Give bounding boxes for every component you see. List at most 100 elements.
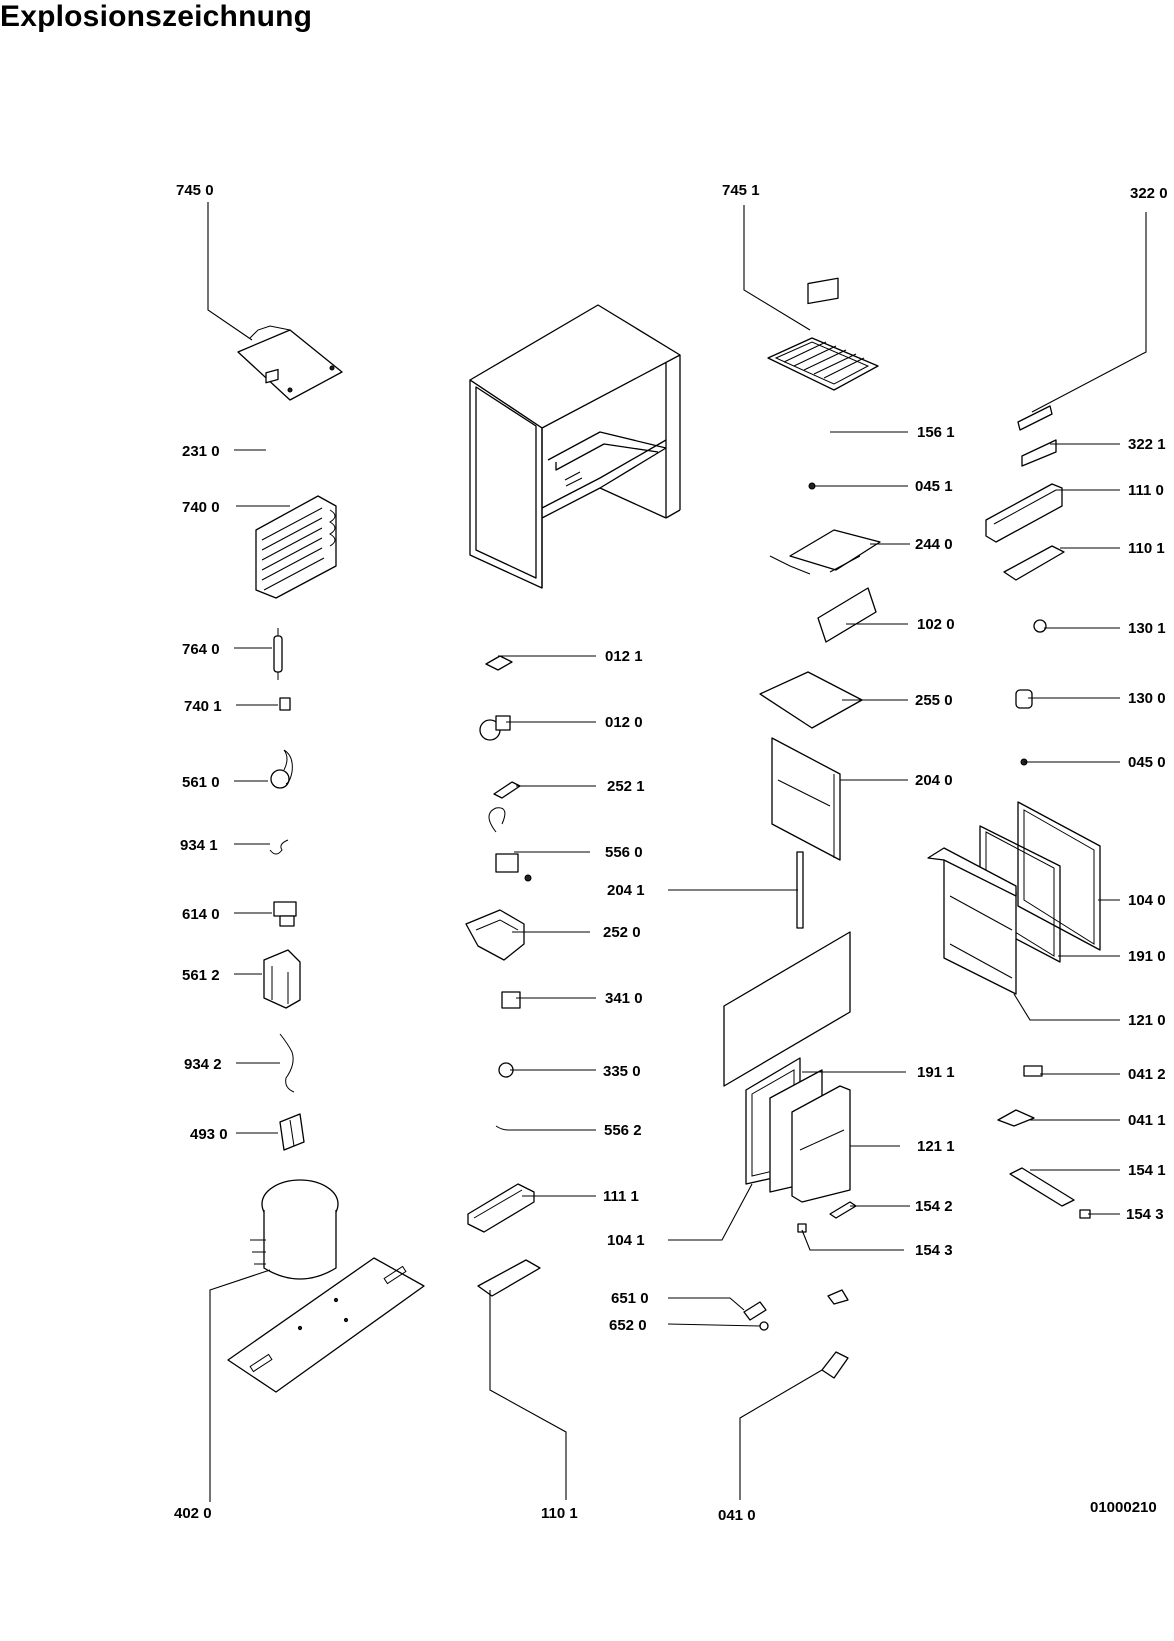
- part-label: 493 0: [190, 1126, 228, 1143]
- part-label: 745 0: [176, 182, 214, 199]
- part-252-0-drawing: [465, 909, 525, 961]
- part-label: 255 0: [915, 692, 953, 709]
- part-label: 745 1: [722, 182, 760, 199]
- part-label: 322 1: [1128, 436, 1166, 453]
- part-121-1-drawing: [769, 1069, 851, 1203]
- part-012-1-drawing: [485, 655, 513, 671]
- part-label: 045 1: [915, 478, 953, 495]
- part-label: 231 0: [182, 443, 220, 460]
- part-231-0-drawing: [265, 368, 279, 384]
- part-label: 154 1: [1128, 1162, 1166, 1179]
- part-402-0-drawing: [227, 1179, 425, 1393]
- part-130-1-drawing: [1033, 619, 1047, 633]
- part-label: 156 1: [917, 424, 955, 441]
- part-121-0-drawing: [927, 847, 1017, 995]
- part-111-1-drawing: [467, 1183, 535, 1233]
- part-154-1-drawing: [1009, 1167, 1075, 1207]
- part-745-1-drawing: [767, 337, 879, 391]
- part-label: 934 2: [184, 1056, 222, 1073]
- part-label: 121 1: [917, 1138, 955, 1155]
- part-label: 111 1: [603, 1188, 639, 1205]
- part-label: 154 2: [915, 1198, 953, 1215]
- part-label: 322 0: [1130, 185, 1168, 202]
- part-label: 154 3: [915, 1242, 953, 1259]
- part-label: 244 0: [915, 536, 953, 553]
- part-label: 191 0: [1128, 948, 1166, 965]
- part-740-1-drawing: [279, 697, 291, 711]
- door-panel-drawing: [723, 931, 851, 1087]
- part-614-0-drawing: [273, 901, 297, 927]
- part-745-0-drawing: [237, 325, 343, 401]
- part-934-1-drawing: [269, 839, 289, 855]
- part-label: 110 1: [1128, 540, 1165, 557]
- part-204-0-drawing: [771, 737, 841, 861]
- part-322-0-drawing: [1017, 405, 1053, 431]
- part-341-0-drawing: [501, 991, 521, 1009]
- part-label: 335 0: [603, 1063, 641, 1080]
- part-label: 652 0: [609, 1317, 647, 1334]
- part-label: 121 0: [1128, 1012, 1166, 1029]
- part-110-1-left-drawing: [477, 1259, 541, 1297]
- part-label: 012 0: [605, 714, 643, 731]
- part-label: 252 0: [603, 924, 641, 941]
- part-244-0-drawing: [769, 529, 881, 575]
- drawing-number: 01000210: [1090, 1499, 1157, 1516]
- part-label: 740 1: [184, 698, 222, 715]
- part-label: 130 0: [1128, 690, 1166, 707]
- part-label: 111 0: [1128, 482, 1164, 499]
- part-111-0-drawing: [985, 483, 1063, 543]
- part-label: 204 0: [915, 772, 953, 789]
- part-label: 045 0: [1128, 754, 1166, 771]
- part-labels: 745 0 745 1 322 0 231 0 740 0 764 0 740 …: [174, 182, 1168, 1524]
- hinge-part-drawing: [827, 1289, 849, 1305]
- part-label: 764 0: [182, 641, 220, 658]
- part-252-1-drawing: [493, 781, 521, 799]
- part-154-3-center-drawing: [797, 1223, 807, 1233]
- part-label: 041 0: [718, 1507, 756, 1524]
- part-label: 041 1: [1128, 1112, 1166, 1129]
- page-title: Explosionszeichnung: [0, 0, 313, 33]
- part-110-1-right-drawing: [1003, 545, 1065, 581]
- leader-lines: [207, 202, 1147, 1502]
- part-label: 154 3: [1126, 1206, 1164, 1223]
- part-label: 104 0: [1128, 892, 1166, 909]
- part-label: 934 1: [180, 837, 218, 854]
- part-label: 740 0: [182, 499, 220, 516]
- part-561-0-drawing: [270, 749, 293, 789]
- part-label: 402 0: [174, 1505, 212, 1522]
- part-label: 651 0: [611, 1290, 649, 1307]
- part-label: 556 2: [604, 1122, 642, 1139]
- part-label: 561 2: [182, 967, 220, 984]
- part-556-0-drawing: [488, 807, 532, 882]
- part-041-0-drawing: [821, 1351, 849, 1379]
- part-012-0-drawing: [479, 715, 511, 741]
- part-label: 204 1: [607, 882, 645, 899]
- part-label: 614 0: [182, 906, 220, 923]
- part-764-0-drawing: [273, 628, 283, 680]
- part-label: 561 0: [182, 774, 220, 791]
- part-156-1-drawing: [807, 277, 839, 305]
- part-102-0-drawing: [817, 587, 877, 643]
- part-label: 110 1: [541, 1505, 578, 1522]
- part-556-2-drawing: [495, 1125, 509, 1131]
- part-934-2-drawing: [279, 1033, 295, 1093]
- part-154-2-drawing: [829, 1201, 857, 1219]
- part-label: 041 2: [1128, 1066, 1166, 1083]
- part-561-2-drawing: [263, 949, 301, 1009]
- part-493-0-drawing: [279, 1113, 305, 1151]
- part-label: 130 1: [1128, 620, 1166, 637]
- part-041-2-drawing: [1023, 1065, 1043, 1077]
- part-label: 556 0: [605, 844, 643, 861]
- part-label: 012 1: [605, 648, 643, 665]
- part-label: 191 1: [917, 1064, 955, 1081]
- part-322-1-drawing: [1021, 439, 1057, 467]
- part-740-0-drawing: [255, 495, 337, 599]
- part-104-0-drawing: [1017, 801, 1101, 951]
- part-label: 252 1: [607, 778, 645, 795]
- part-130-0-drawing: [1015, 689, 1033, 709]
- part-label: 102 0: [917, 616, 955, 633]
- part-label: 104 1: [607, 1232, 645, 1249]
- cabinet-body-drawing: [469, 304, 681, 589]
- part-041-1-drawing: [997, 1109, 1035, 1127]
